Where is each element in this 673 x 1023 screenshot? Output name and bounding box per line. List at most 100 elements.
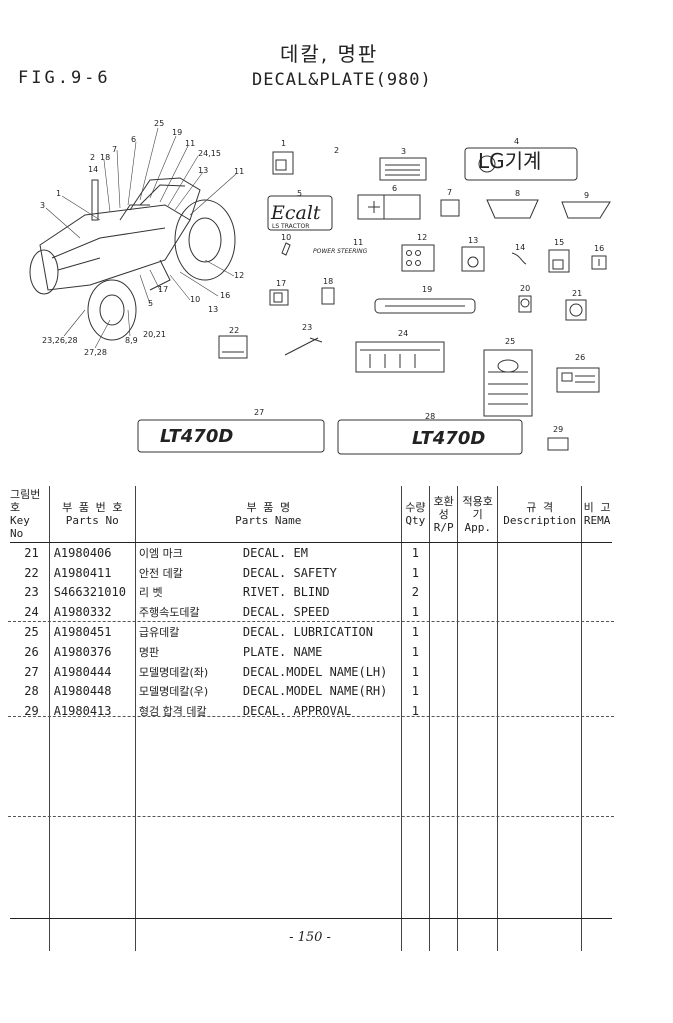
- header-key-ko: 그림번호: [10, 488, 41, 514]
- part-no: A1980413: [48, 701, 136, 722]
- callout: 8,9: [125, 336, 138, 345]
- part-name-en: DECAL. SPEED: [242, 605, 330, 620]
- decal-number: 1: [281, 139, 286, 148]
- part-name-ko: 명판: [138, 645, 160, 659]
- table-row: 28 A1980448 모델명데칼(우)DECAL.MODEL NAME(RH)…: [10, 681, 612, 702]
- decal-1: [272, 151, 294, 175]
- decal-number: 17: [276, 279, 286, 288]
- exploded-diagram: 25 19 6 11 7 24,15 2 18 13 14 11 1 3 12 …: [29, 119, 611, 455]
- decal-21: [565, 299, 587, 321]
- key-no: 25: [24, 625, 39, 640]
- section-divider: [8, 621, 614, 622]
- decal-number: 9: [584, 191, 589, 200]
- key-no: 24: [24, 605, 39, 620]
- decal-numbers: 1 2 3 4 5 6 7 8 9 10 11 12 13 14 15 16 1…: [229, 137, 604, 434]
- part-no: A1980451: [48, 622, 136, 642]
- callout: 16: [220, 291, 230, 300]
- callout: 10: [190, 295, 200, 304]
- callout: 20,21: [143, 330, 166, 339]
- decal-number: 22: [229, 326, 239, 335]
- part-no: A1980406: [48, 542, 136, 563]
- key-no: 28: [24, 684, 39, 699]
- decal-12: [401, 244, 435, 272]
- qty: 2: [400, 582, 430, 603]
- callout: 11: [185, 139, 195, 148]
- part-no: A1980411: [48, 562, 136, 583]
- header-app-en: App.: [464, 520, 491, 534]
- part-no: A1980376: [48, 641, 136, 662]
- decal-14: [511, 252, 527, 265]
- decal-number: 10: [281, 233, 291, 242]
- decal-number: 7: [447, 188, 452, 197]
- part-name-en: RIVET. BLIND: [242, 585, 330, 600]
- decal-16: [591, 255, 607, 270]
- decal-number: 4: [514, 137, 519, 146]
- header-rp-ko: 호환성: [433, 494, 454, 521]
- callout: 7: [112, 145, 117, 154]
- key-no: 29: [24, 704, 39, 719]
- callout: 13: [198, 166, 208, 175]
- part-name-ko: 형검 합격 데칼: [138, 705, 207, 719]
- decal-4: [464, 147, 578, 181]
- header-name-ko: 부 품 명: [246, 501, 291, 514]
- part-no: A1980444: [48, 661, 136, 682]
- qty: 1: [400, 681, 430, 702]
- decal-number: 24: [398, 329, 408, 338]
- decal-23: [284, 337, 323, 356]
- decal-7: [440, 199, 460, 217]
- tractor-callouts: 25 19 6 11 7 24,15 2 18 13 14 11 1 3 12 …: [40, 119, 244, 357]
- part-name-en: DECAL.MODEL NAME(LH): [242, 664, 388, 679]
- part-name-en: DECAL.MODEL NAME(RH): [242, 684, 388, 699]
- decal-27: [137, 419, 325, 453]
- part-no: S466321010: [48, 582, 136, 603]
- callout: 18: [100, 153, 110, 162]
- decal-17: [269, 289, 289, 306]
- key-no: 26: [24, 644, 39, 659]
- decal-number: 15: [554, 238, 564, 247]
- key-no: 27: [24, 664, 39, 679]
- decal-number: 27: [254, 408, 264, 417]
- header-part-en: Parts No: [65, 514, 119, 527]
- decal-28: [337, 419, 523, 455]
- header-desc-ko: 규 격: [526, 501, 554, 514]
- decal-number: 20: [520, 284, 530, 293]
- callout: 13: [208, 305, 218, 314]
- qty: 1: [400, 661, 430, 682]
- header-desc-en: Description: [503, 514, 577, 527]
- decal-15: [548, 249, 570, 273]
- section-divider: [8, 816, 614, 817]
- decal-number: 18: [323, 277, 333, 286]
- decal-number: 25: [505, 337, 515, 346]
- callout: 3: [40, 201, 45, 210]
- part-name-en: DECAL. SAFETY: [242, 565, 337, 580]
- tractor-leader-lines: [45, 127, 237, 349]
- header-name-en: Parts Name: [235, 514, 302, 527]
- decal-number: 23: [302, 323, 312, 332]
- part-name-ko: 주행속도데칼: [138, 606, 200, 620]
- decal-3: [379, 157, 427, 181]
- qty: 1: [400, 602, 430, 623]
- callout: 1: [56, 189, 61, 198]
- callout: 5: [148, 299, 153, 308]
- header-rp-en: R/P: [433, 520, 454, 534]
- callout: 24,15: [198, 149, 221, 158]
- part-name-ko: 리 벳: [138, 586, 163, 600]
- decal-number: 29: [553, 425, 563, 434]
- callout: 25: [154, 119, 164, 128]
- header-qty-ko: 수량: [405, 501, 426, 514]
- decal-number: 28: [425, 412, 435, 421]
- part-name-ko: 급유데칼: [138, 626, 180, 640]
- decal-number: 19: [422, 285, 432, 294]
- header-key-en: Key No: [10, 514, 30, 540]
